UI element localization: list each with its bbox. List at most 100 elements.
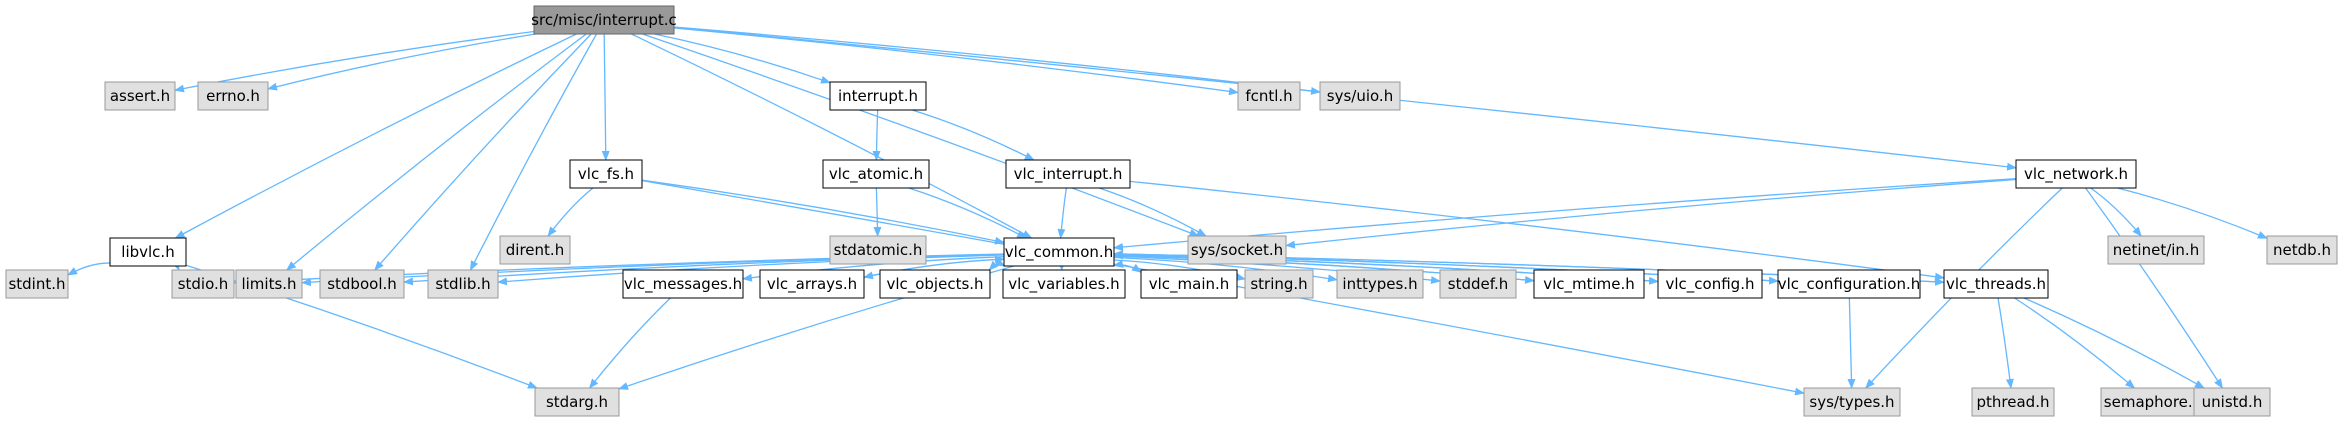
node-box xyxy=(1439,269,1517,299)
node-vlc-main-h[interactable]: vlc_main.h xyxy=(1140,269,1238,299)
node-vlc-configuration-h[interactable]: vlc_configuration.h xyxy=(1777,269,1921,299)
node-box xyxy=(1187,235,1287,265)
node-fcntl-h: fcntl.h xyxy=(1237,81,1301,111)
node-inttypes-h: inttypes.h xyxy=(1336,269,1424,299)
node-vlc-arrays-h[interactable]: vlc_arrays.h xyxy=(759,269,865,299)
node-vlc-network-h[interactable]: vlc_network.h xyxy=(2015,159,2137,189)
node-box xyxy=(533,5,675,35)
node-vlc-interrupt-h[interactable]: vlc_interrupt.h xyxy=(1005,159,1131,189)
node-stdlib-h: stdlib.h xyxy=(427,269,499,299)
node-label: inttypes.h xyxy=(1342,275,1417,293)
edges-layer xyxy=(67,26,2268,396)
edge-vlc_interrupt_h-to-vlc_threads_h xyxy=(1129,180,1945,281)
node-sys-types-h: sys/types.h xyxy=(1803,387,1901,417)
edge-vlc_interrupt_h-to-vlc_common_h xyxy=(1057,187,1068,239)
edge-root-to-limits_h xyxy=(285,33,587,271)
node-root[interactable]: src/misc/interrupt.c xyxy=(531,5,677,35)
node-box xyxy=(104,81,176,111)
node-stddef-h: stddef.h xyxy=(1439,269,1517,299)
node-box xyxy=(1140,269,1238,299)
node-label: vlc_objects.h xyxy=(886,275,983,294)
edge-vlc_threads_h-to-unistd_h xyxy=(2023,297,2205,389)
node-vlc-mtime-h[interactable]: vlc_mtime.h xyxy=(1533,269,1645,299)
node-box xyxy=(569,159,643,189)
node-box xyxy=(829,235,927,265)
node-box xyxy=(1003,237,1115,267)
edge-vlc_fs_h-to-vlc_common_h xyxy=(641,179,1005,245)
node-label: src/misc/interrupt.c xyxy=(531,11,677,29)
node-vlc-atomic-h[interactable]: vlc_atomic.h xyxy=(822,159,930,189)
node-box xyxy=(235,269,303,299)
edge-libvlc_h-to-stdint_h xyxy=(67,262,111,276)
node-errno-h: errno.h xyxy=(197,81,269,111)
edge-vlc_network_h-to-unistd_h xyxy=(2085,187,2223,389)
node-label: errno.h xyxy=(206,87,260,105)
node-label: unistd.h xyxy=(2202,393,2263,411)
node-vlc-variables-h[interactable]: vlc_variables.h xyxy=(1002,269,1126,299)
edge-interrupt_h-to-vlc_interrupt_h xyxy=(911,109,1035,161)
node-vlc-config-h[interactable]: vlc_config.h xyxy=(1657,269,1763,299)
node-assert-h: assert.h xyxy=(104,81,176,111)
node-semaphore-h: semaphore.h xyxy=(2100,387,2206,417)
node-label: stdint.h xyxy=(8,275,65,293)
node-label: stdatomic.h xyxy=(834,241,923,259)
node-netinet-in-h: netinet/in.h xyxy=(2107,235,2205,265)
node-vlc-messages-h[interactable]: vlc_messages.h xyxy=(622,269,744,299)
edge-root-to-sys_uio_h xyxy=(673,26,1321,95)
node-stdio-h: stdio.h xyxy=(171,269,235,299)
node-vlc-objects-h[interactable]: vlc_objects.h xyxy=(879,269,991,299)
node-vlc-common-h[interactable]: vlc_common.h xyxy=(1003,237,1115,267)
node-dirent-h: dirent.h xyxy=(499,235,571,265)
node-box xyxy=(427,269,499,299)
node-label: vlc_mtime.h xyxy=(1543,275,1635,294)
edge-root-to-vlc_fs_h xyxy=(601,33,610,161)
node-limits-h: limits.h xyxy=(235,269,303,299)
edge-root-to-assert_h xyxy=(174,30,535,93)
edge-vlc_network_h-to-sys_socket_h xyxy=(1285,178,2017,249)
node-stdbool-h: stdbool.h xyxy=(319,269,405,299)
node-label: vlc_network.h xyxy=(2024,165,2128,184)
node-label: stdbool.h xyxy=(327,275,397,293)
node-label: pthread.h xyxy=(1977,393,2050,411)
node-label: netinet/in.h xyxy=(2113,241,2199,259)
node-box xyxy=(1237,81,1301,111)
node-label: netdb.h xyxy=(2273,241,2331,259)
node-label: sys/uio.h xyxy=(1327,87,1393,105)
node-box xyxy=(1336,269,1424,299)
node-libvlc-h[interactable]: libvlc.h xyxy=(109,237,187,267)
node-label: libvlc.h xyxy=(121,243,174,261)
node-box xyxy=(1943,269,2049,299)
node-label: vlc_interrupt.h xyxy=(1014,165,1123,184)
node-label: vlc_messages.h xyxy=(624,275,742,294)
node-box xyxy=(171,269,235,299)
edge-vlc_configuration_h-to-sys_types_h xyxy=(1847,297,1856,389)
node-box xyxy=(2266,235,2338,265)
edge-vlc_threads_h-to-pthread_h xyxy=(1997,297,2014,389)
node-label: limits.h xyxy=(241,275,296,293)
node-vlc-threads-h[interactable]: vlc_threads.h xyxy=(1943,269,2049,299)
edge-root-to-stdlib_h xyxy=(469,33,598,271)
node-sys-uio-h: sys/uio.h xyxy=(1319,81,1401,111)
edge-vlc_messages_h-to-stdarg_h xyxy=(588,297,671,389)
node-box xyxy=(319,269,405,299)
node-box xyxy=(1244,269,1314,299)
edge-vlc_common_h-to-stdlib_h xyxy=(497,254,1005,286)
node-box xyxy=(534,387,620,417)
node-stdarg-h: stdarg.h xyxy=(534,387,620,417)
node-box xyxy=(1803,387,1901,417)
edge-vlc_fs_h-to-dirent_h xyxy=(547,187,594,237)
edge-root-to-interrupt_h xyxy=(654,33,831,84)
node-unistd-h: unistd.h xyxy=(2193,387,2271,417)
node-stdint-h: stdint.h xyxy=(5,269,69,299)
node-box xyxy=(1657,269,1763,299)
node-vlc-fs-h[interactable]: vlc_fs.h xyxy=(569,159,643,189)
node-box xyxy=(499,235,571,265)
node-box xyxy=(1971,387,2055,417)
node-label: vlc_configuration.h xyxy=(1778,275,1921,294)
node-pthread-h: pthread.h xyxy=(1971,387,2055,417)
node-interrupt-h[interactable]: interrupt.h xyxy=(829,81,927,111)
node-label: vlc_fs.h xyxy=(578,165,634,184)
node-label: assert.h xyxy=(110,87,170,105)
edge-root-to-fcntl_h xyxy=(673,27,1239,96)
node-label: sys/socket.h xyxy=(1191,241,1283,259)
